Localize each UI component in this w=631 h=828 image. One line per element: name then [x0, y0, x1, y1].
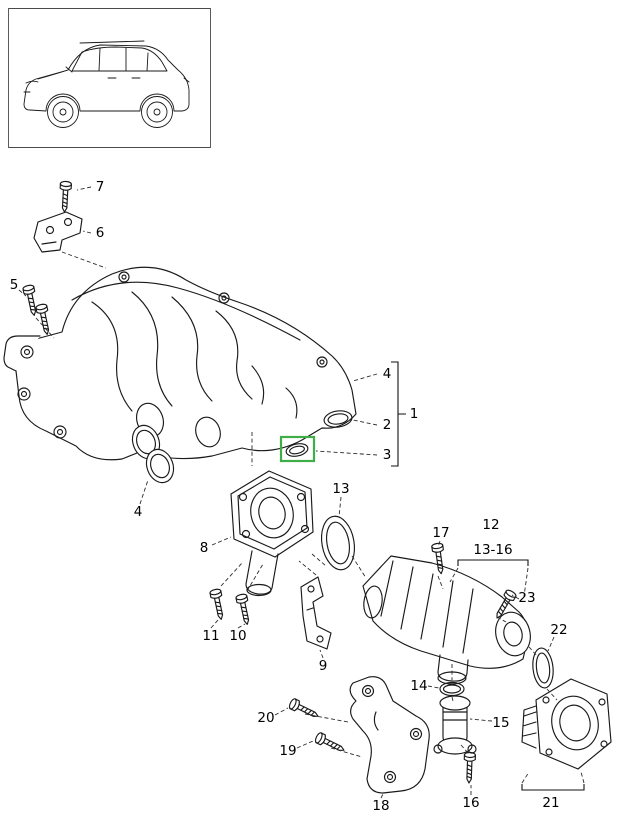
throttle-flange-8 [230, 470, 314, 597]
screw-16 [462, 751, 477, 784]
vehicle-thumbnail [8, 8, 211, 148]
gasket-3 [285, 443, 309, 457]
valve-15 [433, 695, 477, 755]
callout-9[interactable]: 9 [319, 658, 328, 674]
oring-2 [323, 410, 353, 428]
callout-2[interactable]: 2 [383, 417, 392, 433]
group-bracket-1 [391, 361, 406, 467]
bracket-6 [33, 211, 83, 253]
callout-23[interactable]: 23 [518, 590, 535, 606]
highlight-box [279, 435, 316, 463]
bracket-18 [349, 676, 430, 794]
callout-1[interactable]: 1 [410, 406, 419, 422]
screw-20 [287, 697, 321, 722]
screw-11 [208, 587, 228, 622]
seal-rings-4 [131, 424, 175, 484]
assembly-axis-lines [35, 251, 585, 784]
bracket-9 [300, 576, 332, 650]
throttle-body-21 [521, 678, 612, 770]
callout-20[interactable]: 20 [257, 710, 274, 726]
callout-13-16[interactable]: 13-16 [473, 542, 512, 558]
callout-13[interactable]: 13 [332, 481, 349, 497]
intake-tube-12 [362, 555, 531, 685]
callout-3[interactable]: 3 [383, 447, 392, 463]
callout-4[interactable]: 4 [383, 366, 392, 382]
callout-5[interactable]: 5 [10, 277, 19, 293]
oring-22 [532, 647, 554, 689]
screw-10 [234, 592, 254, 627]
callout-12[interactable]: 12 [482, 517, 499, 533]
callout-6[interactable]: 6 [96, 225, 105, 241]
callout-7[interactable]: 7 [96, 179, 105, 195]
group-bracket-12 [457, 559, 529, 566]
callout-22[interactable]: 22 [550, 622, 567, 638]
intake-manifold [3, 266, 357, 461]
group-bracket-21 [521, 784, 585, 791]
callout-17[interactable]: 17 [432, 525, 449, 541]
callout-15[interactable]: 15 [492, 715, 509, 731]
callout-18[interactable]: 18 [372, 798, 389, 814]
leader-lines [18, 186, 555, 799]
callout-8[interactable]: 8 [200, 540, 209, 556]
oring-14 [439, 681, 465, 697]
callout-19[interactable]: 19 [279, 743, 296, 759]
screw-7 [58, 180, 73, 213]
callout-16[interactable]: 16 [462, 795, 479, 811]
callout-4[interactable]: 4 [134, 504, 143, 520]
callout-11[interactable]: 11 [202, 628, 219, 644]
callout-21[interactable]: 21 [542, 795, 559, 811]
thumbnail-border [8, 8, 211, 148]
vehicle-suv-side-view-icon [23, 40, 190, 128]
screw-5b [34, 302, 54, 337]
gasket-13 [320, 515, 356, 571]
callout-14[interactable]: 14 [410, 678, 427, 694]
screw-19 [313, 731, 347, 756]
callout-10[interactable]: 10 [229, 628, 246, 644]
